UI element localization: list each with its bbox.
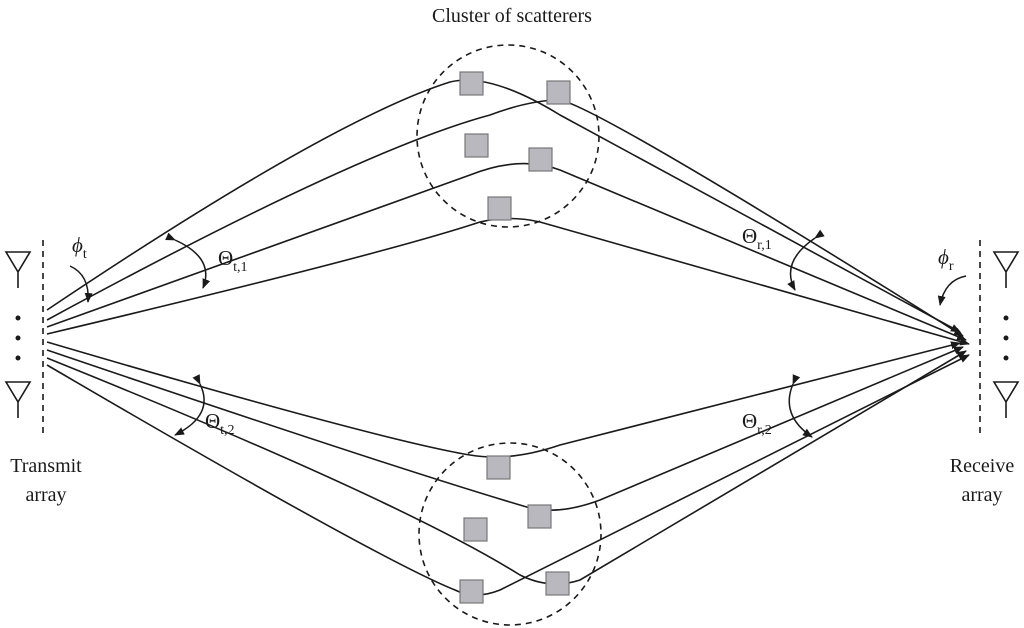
phi-t-arc	[69, 265, 93, 303]
phi-r-label: ϕr	[938, 245, 954, 274]
transmit-array	[4, 240, 44, 436]
angle-arcs	[69, 229, 967, 438]
ellipsis-dot	[15, 315, 21, 321]
ellipsis-dot	[1003, 355, 1009, 361]
lower-cluster-boundary	[418, 442, 602, 626]
receive-array	[979, 240, 1020, 436]
theta-r1-arc	[787, 229, 825, 291]
theta-t2-label: Θt,2	[205, 409, 235, 438]
antenna-icon	[992, 251, 1020, 288]
ray-path	[46, 217, 970, 346]
ellipsis-dot	[1003, 315, 1009, 321]
scatterer	[459, 71, 484, 96]
theta-r2-label: Θr,2	[742, 409, 772, 438]
ray-path	[46, 79, 961, 333]
ellipsis-dot	[1003, 335, 1009, 341]
phi-r-arc	[937, 275, 967, 306]
rx-dots-label: :	[1004, 334, 1008, 349]
lower-scatterers	[459, 455, 570, 604]
theta-r2-arc	[788, 374, 813, 438]
scatterer	[546, 80, 571, 105]
theta-r1-label: Θr,1	[742, 224, 772, 253]
ray-path	[46, 341, 961, 458]
scatterer	[528, 147, 553, 172]
ellipsis-dot	[15, 355, 21, 361]
scatterer	[487, 196, 512, 221]
antenna-icon	[992, 381, 1020, 418]
transmit-label-line1: Transmit	[10, 455, 82, 477]
cluster-title: Cluster of scatterers	[432, 5, 592, 27]
theta-t1-label: Θt,1	[218, 246, 248, 275]
ray-path	[46, 99, 964, 337]
antenna-icon	[4, 251, 32, 288]
receive-label-line2: array	[961, 484, 1002, 506]
tx-dots-label: :	[16, 334, 20, 349]
scatterer	[486, 455, 511, 480]
scatterer	[464, 133, 489, 158]
antenna-icon	[4, 381, 32, 418]
scatterer	[527, 504, 552, 529]
theta-t1-arc	[165, 232, 211, 289]
phi-t-label: ϕt	[72, 233, 87, 262]
theta-t2-arc	[174, 374, 205, 436]
receive-label-line1: Receive	[950, 455, 1015, 477]
upper-scatterers	[459, 71, 571, 221]
transmit-label-line2: array	[25, 484, 66, 506]
scatterer	[459, 579, 484, 604]
scatterer	[545, 571, 570, 596]
ellipsis-dot	[15, 335, 21, 341]
scatterer	[463, 517, 488, 542]
ray-path	[46, 346, 964, 512]
